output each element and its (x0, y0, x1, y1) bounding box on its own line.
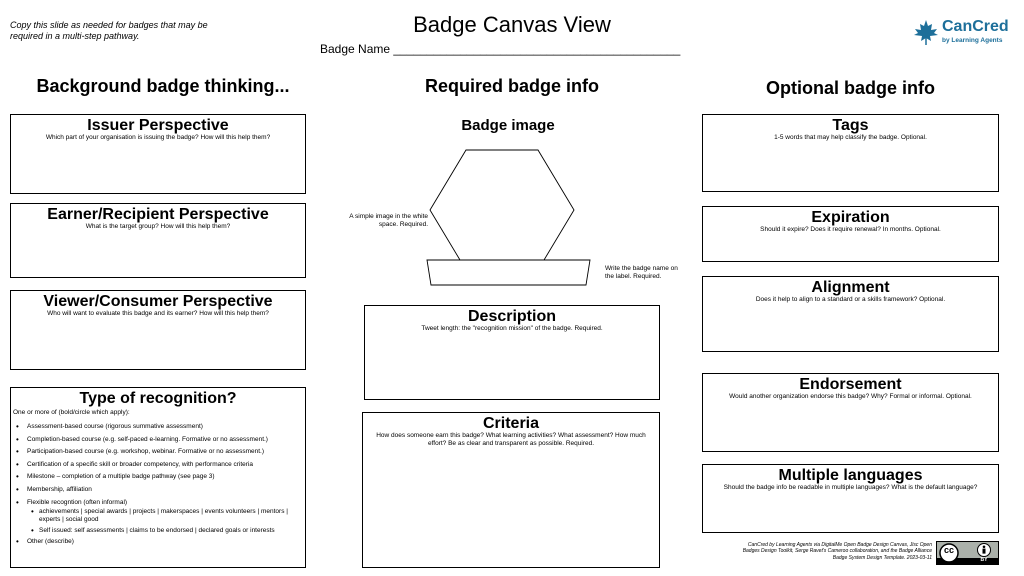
criteria-title: Criteria (482, 415, 540, 432)
endorsement-title: Endorsement (799, 376, 902, 393)
column-heading-middle: Required badge info (424, 76, 599, 96)
list-item: Assessment-based course (rigorous summat… (11, 423, 305, 431)
endorsement-box[interactable]: Endorsement Would another organization e… (702, 373, 999, 452)
issuer-perspective-box[interactable]: Issuer Perspective Which part of your or… (10, 114, 306, 194)
column-heading-left: Background badge thinking... (36, 76, 290, 96)
column-heading-right: Optional badge info (766, 78, 935, 98)
list-item-label: Flexible recogntion (often informal) (27, 498, 128, 506)
creative-commons-icon (939, 543, 959, 563)
alignment-title: Alignment (811, 279, 890, 296)
footer-credit: CanCred by Learning Agents via DigitalMe… (742, 542, 932, 561)
viewer-perspective-box[interactable]: Viewer/Consumer Perspective Who will wan… (10, 290, 306, 370)
criteria-box[interactable]: Criteria How does someone earn this badg… (362, 412, 660, 568)
cancred-logo: CanCred by Learning Agents (912, 16, 1009, 48)
page-title: Badge Canvas View (413, 12, 611, 37)
list-item: Milestone – completion of a multiple bad… (11, 473, 305, 481)
badge-hexagon-shape[interactable] (420, 144, 596, 290)
list-item: Other (describe) (11, 538, 305, 546)
cc-label: cc (943, 545, 954, 555)
endorsement-desc: Would another organization endorse this … (729, 393, 972, 400)
alignment-desc: Does it help to align to a standard or a… (755, 296, 946, 303)
license-graphic (937, 542, 998, 563)
viewer-desc: Who will want to evaluate this badge and… (47, 310, 269, 317)
logo-name: CanCred (942, 18, 1009, 35)
by-label: BY (980, 557, 988, 563)
badge-image-note: A simple image in the white space. Requi… (349, 213, 428, 228)
description-box[interactable]: Description Tweet length: the "recogniti… (364, 305, 660, 400)
maple-leaf-icon (914, 20, 938, 45)
badge-image-title: Badge image (461, 117, 555, 134)
recognition-intro: One or more of (bold/circle which apply)… (13, 409, 130, 416)
criteria-desc: How does someone earn this badge? What l… (376, 432, 646, 447)
tags-desc: 1-5 words that may help classify the bad… (774, 134, 927, 141)
viewer-title: Viewer/Consumer Perspective (43, 293, 273, 310)
languages-desc: Should the badge info be readable in mul… (723, 484, 978, 491)
expiration-desc: Should it expire? Does it require renewa… (760, 226, 941, 233)
languages-box[interactable]: Multiple languages Should the badge info… (702, 464, 999, 533)
recognition-title: Type of recognition? (79, 390, 237, 407)
issuer-title: Issuer Perspective (87, 117, 229, 134)
expiration-box[interactable]: Expiration Should it expire? Does it req… (702, 206, 999, 262)
tags-title: Tags (832, 117, 869, 134)
list-item: Participation-based course (e.g. worksho… (11, 448, 305, 456)
recognition-list: Assessment-based course (rigorous summat… (11, 423, 305, 546)
sub-list-item: achievements | special awards | projects… (27, 508, 289, 524)
recognition-type-box[interactable]: Type of recognition? One or more of (bol… (10, 387, 306, 568)
badge-label-note: Write the badge name on the label. Requi… (605, 265, 678, 280)
tags-box[interactable]: Tags 1-5 words that may help classify th… (702, 114, 999, 192)
sub-list-item: Self issued: self assessments | claims t… (27, 527, 305, 535)
languages-title: Multiple languages (778, 467, 923, 484)
description-title: Description (467, 308, 556, 325)
logo-subtitle: by Learning Agents (942, 37, 1003, 44)
list-item: Flexible recogntion (often informal) ach… (11, 499, 305, 535)
badge-name-line: Badge Name _____________________________… (320, 42, 681, 56)
header-note: Copy this slide as needed for badges tha… (10, 20, 208, 41)
description-desc: Tweet length: the "recognition mission" … (421, 325, 603, 332)
issuer-desc: Which part of your organisation is issui… (45, 134, 271, 141)
expiration-title: Expiration (811, 209, 890, 226)
earner-desc: What is the target group? How will this … (85, 223, 231, 230)
alignment-box[interactable]: Alignment Does it help to align to a sta… (702, 276, 999, 352)
earner-perspective-box[interactable]: Earner/Recipient Perspective What is the… (10, 203, 306, 278)
cc-by-license-badge[interactable]: cc BY (936, 541, 999, 565)
list-item: Completion-based course (e.g. self-paced… (11, 436, 305, 444)
earner-title: Earner/Recipient Perspective (47, 206, 269, 223)
sub-list: achievements | special awards | projects… (27, 508, 305, 535)
list-item: Membership, affiliation (11, 486, 305, 494)
list-item: Certification of a specific skill or bro… (11, 461, 305, 469)
